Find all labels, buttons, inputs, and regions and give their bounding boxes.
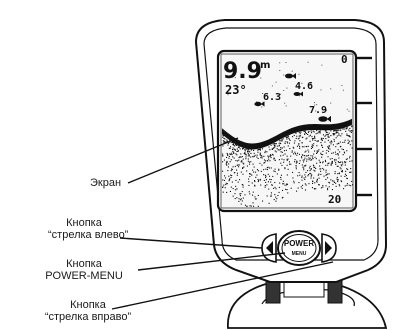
fish-depth-label: 4.6 <box>295 81 313 92</box>
left-button-callout: Кнопка “стрелка влево” <box>48 217 129 241</box>
fish-depth-label: 7.9 <box>309 105 327 116</box>
depth-readout: 9.9 <box>223 59 262 84</box>
fish-depth-label: 6.3 <box>263 92 281 103</box>
fish-icon <box>285 73 296 79</box>
fish-icon <box>254 101 265 107</box>
power-button-callout-line2: POWER-MENU <box>45 270 123 282</box>
fish-icon <box>293 91 303 97</box>
right-button-callout-line2: “стрелка вправо” <box>44 311 132 323</box>
temperature-readout: 23° <box>225 83 247 97</box>
scale-bottom-label: 20 <box>328 193 341 206</box>
scale-top-label: 0 <box>341 53 348 66</box>
screen-callout: Экран <box>90 177 122 189</box>
leader-lines <box>111 137 334 310</box>
fish-icon <box>318 115 331 123</box>
power-button-callout-line1: Кнопка <box>66 258 102 270</box>
right-button-callout: Кнопка “стрелка вправо” <box>40 299 136 323</box>
sonar-returns <box>222 61 354 207</box>
power-button-callout: Кнопка POWER-MENU <box>44 258 124 282</box>
right-button-callout-line1: Кнопка <box>70 299 106 311</box>
left-button-callout-line1: Кнопка <box>66 217 102 229</box>
menu-label: MENU <box>292 251 307 257</box>
right-arrow-button[interactable] <box>321 233 337 263</box>
power-label: POWER <box>284 239 314 248</box>
triangle-right-icon <box>325 241 332 255</box>
triangle-left-icon <box>266 241 273 255</box>
depth-unit: m <box>260 60 270 71</box>
fish-icon <box>341 122 347 126</box>
bezel-ticks <box>356 56 372 197</box>
screen: 9.9 m 23° 0 20 4.6 6.3 7.9 <box>216 49 358 213</box>
device-stand <box>227 276 388 329</box>
left-button-callout-line2: “стрелка влево” <box>48 229 129 241</box>
power-menu-button[interactable]: POWER MENU <box>277 230 321 266</box>
